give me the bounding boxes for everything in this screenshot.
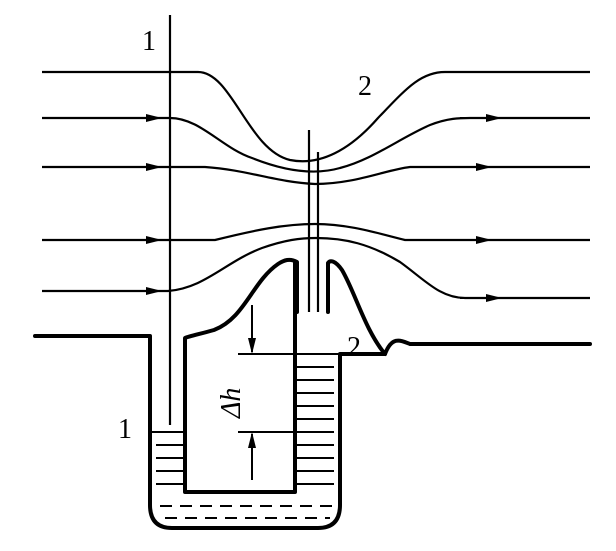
throat-bump — [183, 257, 299, 494]
exit-wall — [383, 338, 592, 356]
streamline-top — [42, 70, 590, 163]
streamline-3 — [42, 165, 590, 186]
streamline-5 — [42, 236, 590, 300]
section-1-side-label: 1 — [118, 414, 132, 445]
section-2-top-label: 2 — [358, 71, 372, 102]
channel-bottom-wall — [33, 259, 387, 530]
delta-h-label: Δh — [216, 388, 247, 419]
section-2-side-label: 2 — [347, 332, 361, 363]
streamline-4 — [42, 222, 590, 242]
section-1-top-label: 1 — [142, 26, 156, 57]
streamline-2 — [42, 116, 590, 173]
